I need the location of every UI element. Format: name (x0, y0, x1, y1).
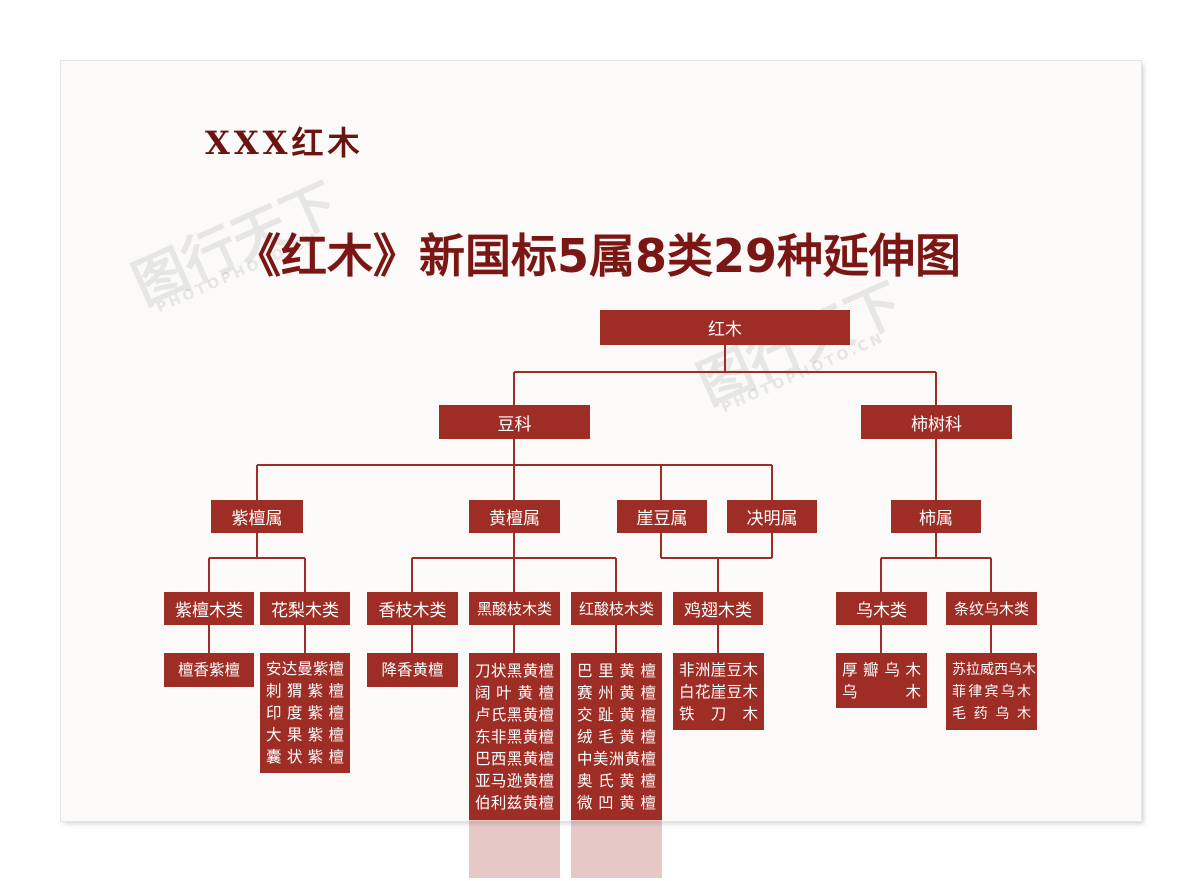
species-item: 巴 里 黄 檀 (577, 661, 656, 680)
species-box-tiaowen: 苏拉威西乌木 菲律宾乌木 毛 药 乌 木 (946, 653, 1037, 730)
node-class-heisuanzhi: 黑酸枝木类 (469, 592, 560, 625)
reflection: 微 凹 黄 檀 奥 氏 黄 檀 (571, 820, 662, 878)
species-item: 非洲崖豆木 (679, 660, 758, 679)
species-item: 乌 木 (842, 682, 921, 701)
species-item: 绒 毛 黄 檀 (577, 727, 656, 746)
species-box-xiangzhi: 降香黄檀 (367, 653, 458, 687)
species-item: 毛 药 乌 木 (952, 705, 1031, 722)
connector (208, 625, 992, 653)
species-item: 亚马逊黄檀 (475, 771, 554, 790)
connector (411, 533, 617, 592)
species-box-jichi: 非洲崖豆木 白花崖豆木 铁 刀 木 (673, 653, 764, 730)
species-item: 铁 刀 木 (679, 704, 758, 723)
node-family-ebenaceae: 柿树科 (861, 405, 1012, 439)
species-item: 伯利兹黄檀 (475, 793, 554, 812)
node-class-huali: 花梨木类 (260, 592, 350, 625)
species-item: 卢氏黑黄檀 (475, 705, 554, 724)
node-genus-yadou: 崖豆属 (617, 500, 707, 533)
species-item: 奥 氏 黄 檀 (577, 771, 656, 790)
species-item: 檀香紫檀 (177, 661, 240, 679)
species-box-wumu: 厚瓣乌木 乌 木 (836, 653, 927, 708)
species-item: 厚瓣乌木 (842, 660, 921, 679)
species-item: 安达曼紫檀 (266, 660, 344, 678)
species-item: 赛 州 黄 檀 (577, 683, 656, 702)
species-box-heisuanzhi: 刀状黑黄檀 阔 叶 黄 檀 卢氏黑黄檀 东非黑黄檀 巴西黑黄檀 亚马逊黄檀 伯利… (469, 653, 560, 820)
species-item: 东非黑黄檀 (475, 727, 554, 746)
connector (256, 439, 773, 500)
species-item: 交 趾 黄 檀 (577, 705, 656, 724)
node-root: 红木 (600, 310, 850, 345)
connector (208, 533, 306, 592)
species-box-zitan: 檀香紫檀 (164, 653, 254, 687)
node-class-xiangzhi: 香枝木类 (367, 592, 458, 625)
diagram-title: 《红木》新国标5属8类29种延伸图 (235, 229, 962, 283)
species-box-hongsuanzhi: 巴 里 黄 檀 赛 州 黄 檀 交 趾 黄 檀 绒 毛 黄 檀 中美洲黄檀 奥 … (571, 653, 662, 820)
node-class-wumu: 乌木类 (836, 592, 927, 625)
connector (513, 345, 937, 405)
connector (660, 533, 773, 592)
species-item: 阔 叶 黄 檀 (475, 683, 554, 702)
reflection: 伯利兹黄檀 亚马逊黄檀 (469, 820, 560, 878)
species-item: 菲律宾乌木 (952, 683, 1031, 700)
species-item: 苏拉威西乌木 (952, 661, 1036, 678)
node-genus-jueming: 决明属 (727, 500, 817, 533)
species-item: 刀状黑黄檀 (475, 661, 554, 680)
species-item: 微 凹 黄 檀 (577, 793, 656, 812)
species-item: 印 度 紫 檀 (266, 704, 344, 722)
connector (880, 439, 992, 592)
species-item: 巴西黑黄檀 (475, 749, 554, 768)
node-class-zitan: 紫檀木类 (164, 592, 254, 625)
node-genus-diospyros: 柿属 (891, 500, 981, 533)
node-class-hongsuanzhi: 红酸枝木类 (571, 592, 662, 625)
species-item: 囊 状 紫 檀 (266, 748, 344, 766)
species-box-huali: 安达曼紫檀 刺 猬 紫 檀 印 度 紫 檀 大 果 紫 檀 囊 状 紫 檀 (260, 653, 350, 773)
node-genus-huangtan: 黄檀属 (469, 500, 560, 533)
node-genus-dalbergia: 紫檀属 (211, 500, 303, 533)
node-class-tiaowen: 条纹乌木类 (946, 592, 1037, 625)
brand-logo: XXX红木 (205, 124, 364, 162)
species-item: 白花崖豆木 (679, 682, 758, 701)
node-class-jichi: 鸡翅木类 (673, 592, 763, 625)
species-item: 中美洲黄檀 (577, 749, 656, 768)
species-item: 刺 猬 紫 檀 (266, 682, 344, 700)
node-family-legume: 豆科 (439, 405, 590, 439)
species-item: 降香黄檀 (381, 661, 444, 679)
species-item: 大 果 紫 檀 (266, 726, 344, 744)
